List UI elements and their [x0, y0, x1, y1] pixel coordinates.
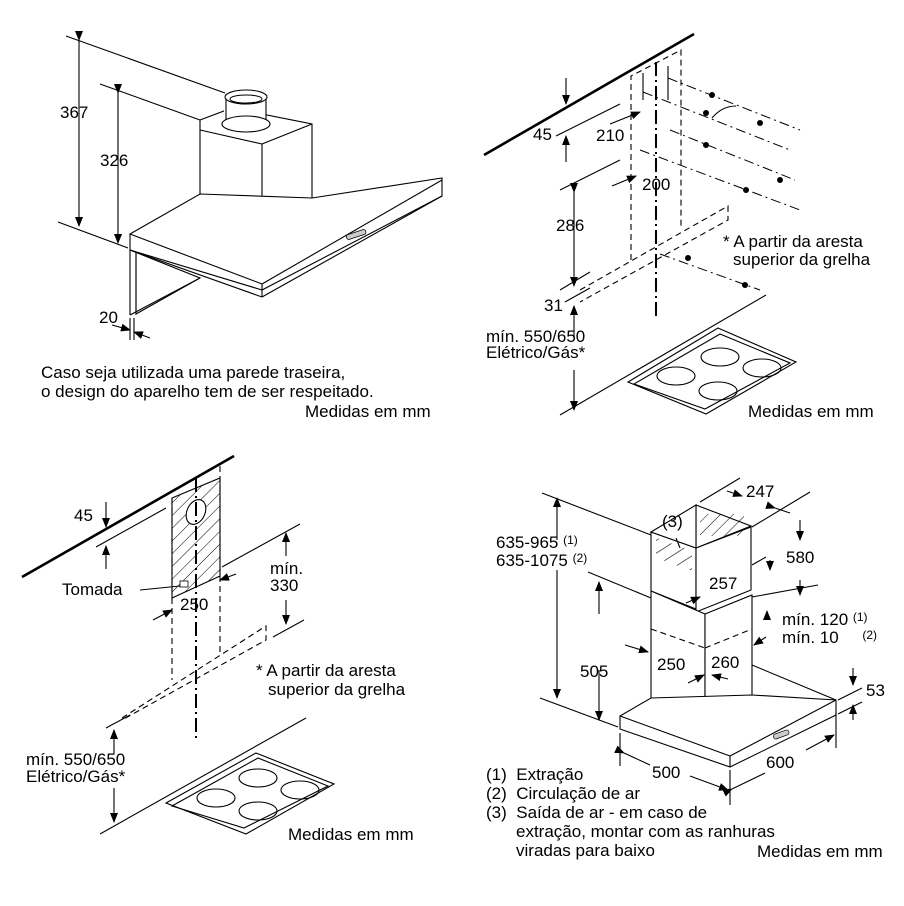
screw-anchor-icons	[639, 77, 801, 291]
dim-500: 500	[652, 763, 681, 782]
panel-wall-hood-side	[57, 31, 443, 340]
legend: (1) Extração (2) Circulação de ar (3) Sa…	[486, 765, 775, 860]
panel-wall-mount	[483, 32, 801, 416]
cooktop-icon	[164, 752, 336, 835]
ceiling-line	[483, 32, 695, 157]
range-1-ref: (1)	[563, 533, 578, 547]
control-panel-icon	[773, 729, 790, 740]
dim-247: 247	[746, 482, 775, 501]
min-height-line-1: mín. 550/650	[26, 750, 126, 769]
min-height-line-2: Elétrico/Gás*	[26, 767, 126, 786]
dim-45: 45	[74, 506, 93, 525]
min-2-value: mín. 10	[782, 628, 839, 647]
range-1-value: 635-965	[496, 533, 559, 552]
dim-53: 53	[866, 681, 885, 700]
cooktop-icon	[626, 327, 798, 415]
units-label: Medidas em mm	[288, 825, 414, 844]
dim-330: 330	[270, 576, 299, 595]
min-2-ref: (2)	[862, 628, 877, 642]
units-label: Medidas em mm	[757, 842, 883, 861]
note-line-1: Caso seja utilizada uma parede traseira,	[41, 363, 346, 382]
min-1: mín. 120 (1)	[782, 610, 868, 629]
dim-326: 326	[100, 151, 129, 170]
dim-600: 600	[766, 753, 795, 772]
callout-3: (3)	[662, 512, 683, 531]
socket-icon	[179, 580, 189, 588]
footnote-line-1: * A partir da aresta	[256, 661, 396, 680]
note-line-2: o design do aparelho tem de ser respeita…	[41, 382, 374, 401]
legend-text: Circulação de ar	[516, 784, 641, 803]
dim-257: 257	[709, 574, 738, 593]
dim-20: 20	[99, 308, 118, 327]
legend-num: (1)	[486, 765, 507, 784]
legend-item: (3) Saída de ar - em caso de	[486, 803, 775, 822]
legend-item: (2) Circulação de ar	[486, 784, 775, 803]
dim-250: 250	[657, 655, 686, 674]
footnote-line-2: superior da grelha	[268, 680, 406, 699]
dim-367: 367	[60, 103, 89, 122]
dim-286: 286	[556, 216, 585, 235]
min-height-line-2: Elétrico/Gás*	[486, 343, 586, 362]
footnote-line-1: * A partir da aresta	[723, 232, 863, 251]
range-1: 635-965 (1)	[496, 533, 578, 552]
min-1-ref: (1)	[852, 610, 868, 624]
units-label: Medidas em mm	[305, 402, 431, 421]
min-2: mín. 10 (2)	[782, 628, 877, 647]
dim-31: 31	[544, 296, 563, 315]
range-2-ref: (2)	[572, 551, 588, 565]
dim-210: 210	[596, 126, 625, 145]
dim-200: 200	[642, 175, 671, 194]
units-label: Medidas em mm	[748, 402, 874, 421]
legend-cont-1: extração, montar com as ranhuras	[516, 822, 775, 841]
range-2: 635-1075 (2)	[496, 551, 587, 570]
dim-505: 505	[580, 662, 609, 681]
legend-item: (1) Extração	[486, 765, 775, 784]
control-panel-icon	[345, 229, 367, 240]
range-2-value: 635-1075	[496, 551, 568, 570]
dim-45: 45	[533, 125, 552, 144]
legend-text: Extração	[516, 765, 584, 784]
legend-num: (3)	[486, 803, 507, 822]
vent-slots-icon	[656, 514, 744, 571]
dim-250: 250	[180, 595, 209, 614]
min-height-line-1: mín. 550/650	[486, 327, 586, 346]
ceiling-line	[21, 454, 235, 579]
dim-260: 260	[711, 653, 740, 672]
legend-text: Saída de ar - em caso de	[516, 803, 708, 822]
legend-num: (2)	[486, 784, 507, 803]
socket-label: Tomada	[62, 580, 123, 599]
panel-socket-area	[21, 454, 336, 835]
socket-pointer	[139, 585, 181, 591]
panel-chimney-hood	[539, 477, 863, 805]
dim-min-label: mín.	[270, 559, 304, 578]
dim-580: 580	[786, 548, 815, 567]
footnote-line-2: superior da grelha	[733, 250, 871, 269]
min-1-value: mín. 120	[782, 610, 849, 629]
legend-cont-2: viradas para baixo	[516, 841, 655, 860]
